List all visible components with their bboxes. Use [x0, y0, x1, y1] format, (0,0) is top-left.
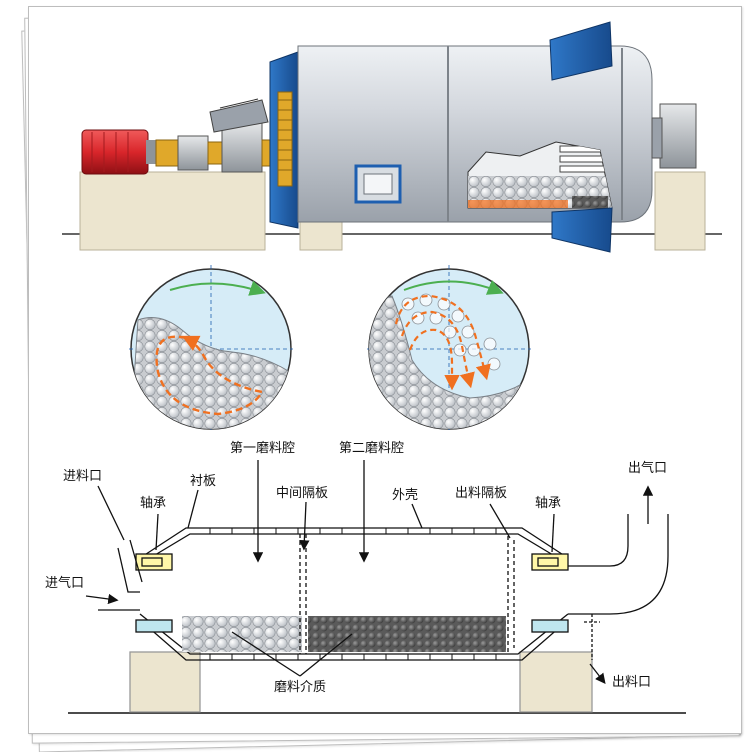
bearing-left-bottom — [135, 619, 173, 633]
leader-media-right — [299, 633, 353, 677]
air-outlet-duct — [568, 514, 629, 567]
label-liner: 衬板 — [190, 474, 217, 489]
ball-mill-3d-illustration — [62, 21, 722, 253]
cutaway-section — [467, 141, 613, 209]
rotation-arrow-left — [169, 280, 266, 296]
leader-bearing-right — [551, 513, 555, 553]
leader-media-left — [231, 631, 301, 677]
flange-right-bottom — [551, 207, 613, 253]
feed-chute — [117, 547, 140, 593]
label-first-chamber: 第一磨料腔 — [230, 441, 296, 456]
label-discharge-partition: 出料隔板 — [455, 486, 508, 501]
grinding-media-coarse — [182, 616, 302, 652]
gear-ring — [277, 91, 293, 187]
air-inlet-arrow — [85, 593, 119, 605]
label-bearing-left: 轴承 — [140, 496, 167, 511]
motor-base — [79, 171, 266, 251]
bearing-right-bottom — [531, 619, 569, 633]
label-shell: 外壳 — [392, 488, 419, 503]
cataract-arrow-2 — [400, 310, 475, 389]
label-air-inlet: 进气口 — [45, 576, 85, 591]
bearing-right-3d — [659, 103, 697, 169]
leader-liner — [187, 489, 199, 529]
pedestal-right — [519, 651, 593, 713]
cross-section-cascading — [129, 265, 293, 433]
label-air-outlet: 出气口 — [628, 461, 668, 476]
cataract-arrow-1 — [394, 294, 491, 381]
flange-right-top — [549, 21, 613, 81]
ball-mill-schematic — [68, 460, 686, 714]
label-second-chamber: 第二磨料腔 — [339, 441, 405, 456]
label-middle-partition: 中间隔板 — [276, 486, 329, 501]
grinding-media-fine — [308, 616, 506, 652]
discharge-arrow — [589, 663, 606, 685]
cataract-arrow-3 — [408, 328, 460, 391]
label-feed-inlet: 进料口 — [63, 469, 103, 484]
label-bearing-right: 轴承 — [535, 496, 562, 511]
label-grinding-media: 磨料介质 — [274, 680, 327, 695]
cross-section-cataracting — [367, 265, 531, 433]
leader-middle-partition — [299, 501, 310, 551]
leader-discharge-partition — [489, 503, 511, 539]
label-discharge-outlet: 出料口 — [612, 675, 652, 690]
cascade-motion-arrow — [155, 335, 264, 416]
motor — [81, 129, 156, 175]
leader-shell — [411, 503, 423, 529]
leader-bearing-left — [155, 513, 159, 551]
pedestal-left — [129, 651, 201, 713]
bearing-base-right — [654, 171, 706, 251]
leader-feed — [97, 485, 125, 541]
rotation-arrow-right — [403, 280, 504, 295]
